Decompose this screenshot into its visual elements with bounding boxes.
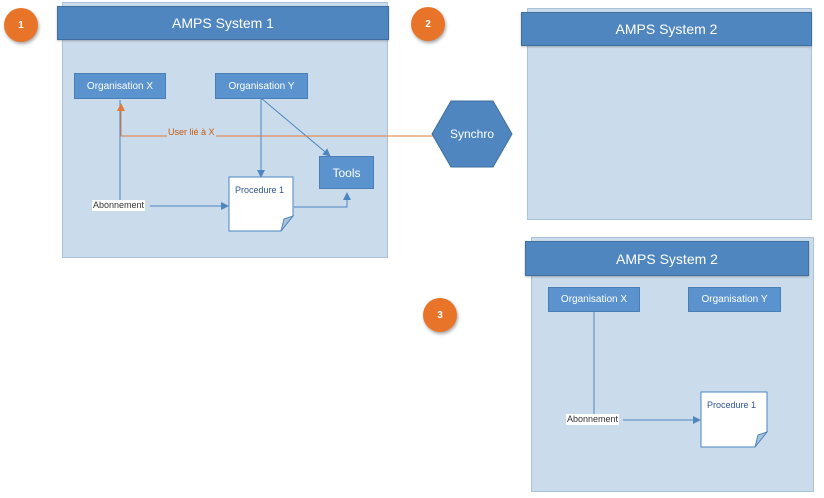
system1-org-x-box: Organisation X — [74, 73, 166, 99]
user-link-line — [117, 103, 437, 137]
system2-bottom-title: AMPS System 2 — [525, 241, 809, 276]
system1-tools-box: Tools — [319, 156, 374, 189]
procedure-to-tools — [294, 192, 351, 208]
system2-procedure-label: Procedure 1 — [707, 400, 757, 410]
step-badge-2: 2 — [411, 7, 445, 41]
system2-top-title: AMPS System 2 — [521, 12, 812, 46]
system2-org-x-box: Organisation X — [548, 287, 640, 312]
step-badge-1: 1 — [4, 8, 38, 42]
sync-hexagon — [431, 100, 513, 168]
system2-bottom-panel — [531, 237, 814, 492]
sync-label: Synchro — [449, 127, 495, 141]
system1-procedure-label: Procedure 1 — [235, 185, 285, 195]
system1-title: AMPS System 1 — [57, 6, 389, 40]
system2-subscription-label: Abonnement — [566, 414, 620, 425]
system1-subscription-label: Abonnement — [92, 200, 146, 211]
user-link-label: User lié à X — [167, 127, 216, 138]
system1-panel — [62, 2, 388, 258]
orgy-to-tools — [260, 97, 331, 157]
step-badge-3: 3 — [423, 298, 457, 332]
system2-org-y-box: Organisation Y — [688, 287, 781, 312]
system1-org-y-box: Organisation Y — [215, 73, 308, 99]
